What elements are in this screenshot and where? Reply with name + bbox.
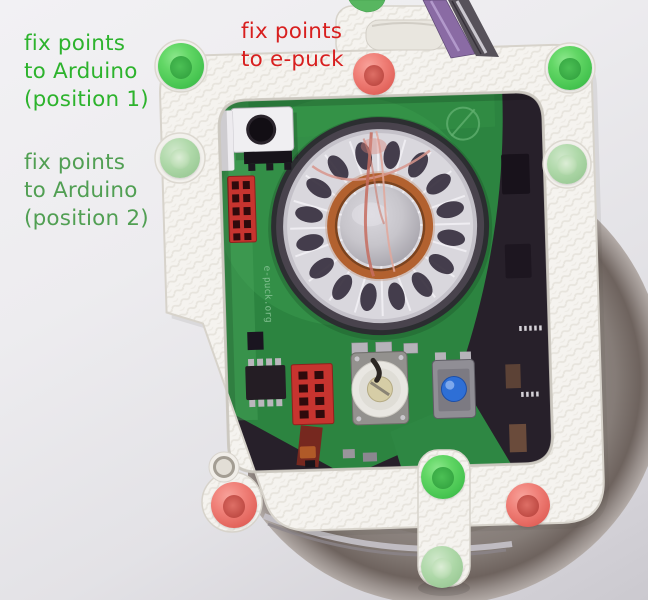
fix-point-hole (557, 155, 577, 176)
fix-point-hole (222, 494, 246, 518)
fix-point-e-puck (353, 53, 395, 95)
frame-slot (365, 19, 445, 51)
idc-connector-bottom (290, 363, 335, 468)
rotary-selector (350, 351, 410, 426)
fix-point-e-puck (211, 482, 257, 528)
label-fix-points-arduino-1: fix points to Arduino (position 1) (24, 31, 149, 112)
fix-point-e-puck (506, 483, 550, 527)
fix-point-arduino-position-1 (158, 43, 204, 89)
label-fix-points-epuck: fix points to e-puck (241, 19, 344, 72)
label-fix-points-arduino-2: fix points to Arduino (position 2) (24, 150, 149, 231)
speaker-holes (295, 141, 466, 312)
tactile-switch (230, 106, 299, 171)
fix-point-arduino-position-2 (421, 546, 463, 588)
pcb-etched-logo (446, 106, 481, 141)
smd-parts-bottom (305, 448, 378, 468)
fix-point-hole (431, 557, 453, 579)
fix-point-hole (517, 495, 539, 518)
pcb-silk-text: e-puck.org (261, 265, 274, 323)
steel-wire (448, 0, 499, 57)
epuck-electronics (501, 153, 542, 453)
speaker (271, 117, 490, 336)
fix-point-hole (169, 55, 193, 79)
fix-point-arduino-position-2 (547, 144, 587, 184)
speaker-wire-strands (311, 130, 431, 277)
fix-point-hole (559, 58, 581, 81)
empty-screw-hole (208, 451, 240, 483)
fix-point-arduino-position-1 (421, 455, 465, 499)
green-pcb-fragment (348, 0, 386, 13)
board-window: e-puck.org (218, 91, 554, 473)
blue-push-button (431, 351, 477, 419)
fix-point-hole (432, 467, 454, 490)
smd-pads (351, 341, 419, 355)
soic-chip (245, 331, 287, 408)
fix-point-hole (363, 64, 385, 86)
fix-point-hole (170, 149, 190, 170)
fix-point-arduino-position-2 (160, 138, 200, 178)
fix-point-arduino-position-1 (548, 46, 592, 90)
idc-connector-left (227, 175, 257, 244)
